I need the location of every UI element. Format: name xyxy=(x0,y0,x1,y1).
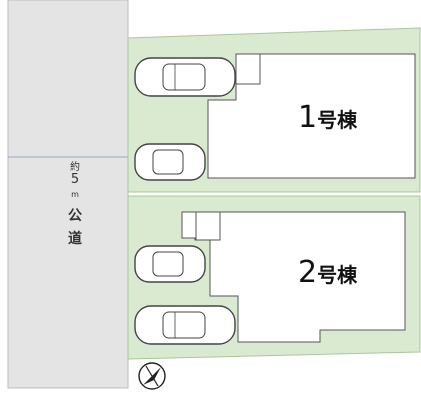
building-1-entrance xyxy=(235,53,261,85)
building-2-label: 2号棟 xyxy=(298,255,357,290)
car-icon xyxy=(134,57,236,97)
car-icon xyxy=(134,143,206,181)
car-icon xyxy=(134,245,206,283)
building-2-number: 2 xyxy=(298,255,318,290)
building-2-steps xyxy=(181,211,197,239)
road-approx-label: 約 xyxy=(70,162,80,173)
road-type-char-1: 公 xyxy=(68,208,82,224)
building-2-suffix: 号棟 xyxy=(317,263,358,287)
road-width-unit: m xyxy=(71,190,79,199)
car-icon xyxy=(134,305,236,345)
north-arrow-icon xyxy=(138,362,166,390)
building-1-label: 1号棟 xyxy=(298,100,357,135)
building-2-entrance xyxy=(195,211,221,241)
road-type-char-2: 道 xyxy=(68,231,82,247)
building-1-number: 1 xyxy=(298,100,318,135)
road-width-value: 5 xyxy=(70,172,80,187)
building-1-suffix: 号棟 xyxy=(317,108,358,132)
public-road xyxy=(7,0,129,389)
